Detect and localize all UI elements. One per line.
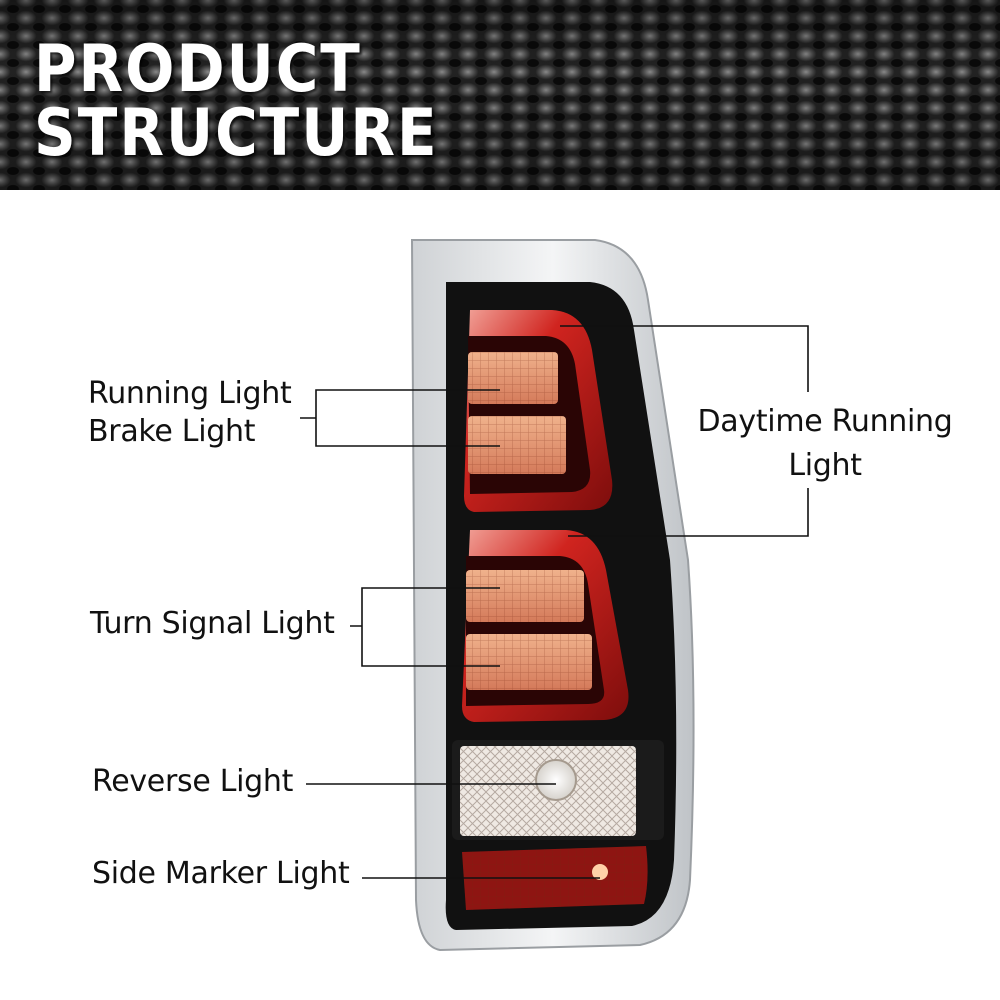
title-line-structure: STRUCTURE (34, 94, 439, 171)
turn-led-grid-2 (466, 634, 592, 690)
leader-drl (560, 325, 809, 537)
label-daytime-running-line2: Light (788, 448, 862, 483)
running-led-grid (468, 352, 558, 404)
title-line-product: PRODUCT (34, 30, 362, 107)
label-reverse-light: Reverse Light (92, 764, 294, 799)
label-side-marker-light: Side Marker Light (92, 856, 350, 891)
label-running-light: Running Light (88, 376, 292, 411)
leader-turn (350, 587, 500, 667)
turn-led-grid-1 (466, 570, 584, 622)
label-turn-signal-light: Turn Signal Light (90, 606, 335, 641)
leader-running-brake (300, 389, 500, 447)
leader-lines (300, 325, 809, 879)
brake-led-grid (468, 416, 566, 474)
header-shade (0, 0, 1000, 190)
reverse-bulb (535, 759, 577, 801)
side-marker-led (592, 864, 608, 880)
header-banner: PRODUCT STRUCTURE (0, 0, 1000, 190)
label-brake-light: Brake Light (88, 414, 256, 449)
label-daytime-running-line1: Daytime Running (697, 404, 953, 439)
